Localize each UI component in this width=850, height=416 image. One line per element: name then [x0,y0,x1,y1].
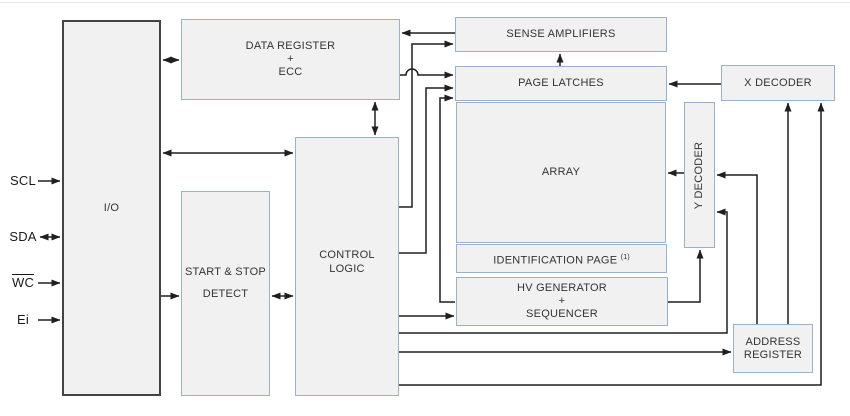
array-label: ARRAY [541,166,581,178]
address-register-line2: REGISTER [743,348,803,361]
wire-hvgen-pagelatches [439,94,455,303]
block-hv-generator: HV GENERATOR + SEQUENCER [456,277,668,326]
data-register-line2: + [287,53,294,65]
block-control-logic: CONTROL LOGIC [295,137,399,396]
identification-page-note: (1) [620,251,630,261]
wire-controllogic-senseamp [399,40,454,208]
block-page-latches: PAGE LATCHES [455,66,667,101]
control-logic-line2: LOGIC [329,262,365,275]
pin-label-wc: WC [11,275,35,290]
wire-addrreg-ydecoder [716,171,758,324]
wire-hvgen-ydecoder [668,249,704,303]
block-y-decoder: Y DECODER [684,102,715,248]
y-decoder-label: Y DECODER [693,141,706,209]
block-x-decoder: X DECODER [721,65,835,101]
block-start-stop-detect: START & STOP DETECT [181,191,270,396]
block-io: I/O [62,20,161,396]
start-stop-line2: DETECT [202,287,249,300]
wire-controllogic-pagelatches [399,84,454,254]
pin-label-scl: SCL [10,173,36,188]
pin-label-ei: Ei [17,312,29,327]
control-logic-line1: CONTROL [319,248,375,261]
block-sense-amplifiers: SENSE AMPLIFIERS [455,17,667,52]
block-io-label: I/O [103,201,120,214]
address-register-line1: ADDRESS [745,335,801,348]
wire-dataregister-pagelatches [400,68,454,79]
start-stop-line1: START & STOP [184,265,267,278]
block-array: ARRAY [456,102,666,243]
sense-amplifiers-label: SENSE AMPLIFIERS [506,28,616,40]
figure-top-border [0,2,850,3]
data-register-line1: DATA REGISTER [245,40,336,52]
block-data-register: DATA REGISTER + ECC [181,19,400,100]
identification-page-text: IDENTIFICATION PAGE [493,254,618,267]
hv-generator-line2: + [558,295,566,307]
data-register-line3: ECC [278,66,303,78]
hv-generator-line3: SEQUENCER [526,308,598,320]
pin-label-sda: SDA [9,229,37,244]
hv-generator-line1: HV GENERATOR [517,282,607,294]
page-latches-label: PAGE LATCHES [518,77,604,89]
block-address-register: ADDRESS REGISTER [733,324,813,373]
x-decoder-label: X DECODER [744,76,812,89]
block-identification-page: IDENTIFICATION PAGE (1) [456,244,667,273]
identification-page-label: IDENTIFICATION PAGE (1) [493,250,630,268]
